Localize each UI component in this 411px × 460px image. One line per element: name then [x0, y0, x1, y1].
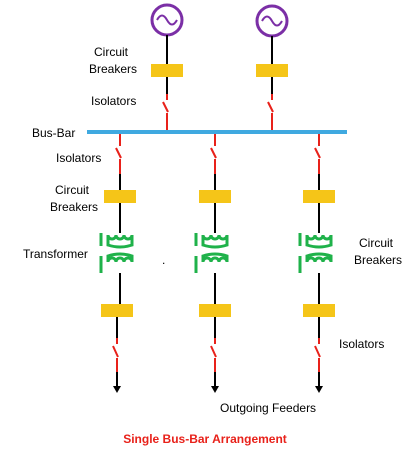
isolator — [115, 147, 122, 159]
sine-wave-icon — [156, 14, 178, 26]
transformer — [194, 233, 229, 273]
busbar — [87, 130, 347, 134]
label-feeder-breaker-line2: Breakers — [50, 200, 98, 214]
transformer — [99, 233, 134, 273]
diagram-caption: Single Bus-Bar Arrangement — [123, 432, 287, 446]
incoming-line-2 — [256, 36, 288, 131]
arrow-down-icon — [315, 386, 323, 393]
label-dot: . — [162, 253, 165, 267]
circuit-breaker — [151, 64, 183, 77]
generator-1 — [150, 3, 184, 37]
label-outgoing-feeders: Outgoing Feeders — [220, 401, 316, 415]
isolator — [314, 345, 321, 358]
label-feeder-breaker-line1: Circuit — [55, 183, 90, 197]
circuit-breaker — [199, 190, 231, 203]
feeder-1 — [99, 134, 136, 393]
circuit-breaker — [256, 64, 288, 77]
isolator — [210, 345, 217, 358]
sine-wave-icon — [261, 15, 283, 27]
isolator — [112, 345, 119, 358]
circuit-breaker — [101, 304, 133, 317]
label-busbar: Bus-Bar — [32, 126, 75, 140]
incoming-line-1 — [151, 35, 183, 131]
circuit-breaker — [303, 304, 335, 317]
isolator — [314, 147, 321, 159]
circuit-breaker — [303, 190, 335, 203]
arrow-down-icon — [113, 386, 121, 393]
arrow-down-icon — [211, 386, 219, 393]
label-right-breaker-line1: Circuit — [359, 236, 394, 250]
label-right-breaker-line2: Breakers — [354, 253, 402, 267]
circuit-breaker — [104, 190, 136, 203]
label-transformer: Transformer — [23, 247, 88, 261]
label-feeder-isolator: Isolators — [56, 151, 101, 165]
label-right-isolator: Isolators — [339, 337, 384, 351]
generator-2 — [255, 4, 289, 38]
feeder-3 — [298, 134, 335, 393]
label-top-isolator: Isolators — [91, 94, 136, 108]
isolator — [210, 147, 217, 159]
circuit-breaker — [199, 304, 231, 317]
label-top-breaker-line1: Circuit — [94, 45, 129, 59]
transformer — [298, 233, 333, 273]
feeder-2 — [194, 134, 231, 393]
label-top-breaker-line2: Breakers — [89, 62, 137, 76]
